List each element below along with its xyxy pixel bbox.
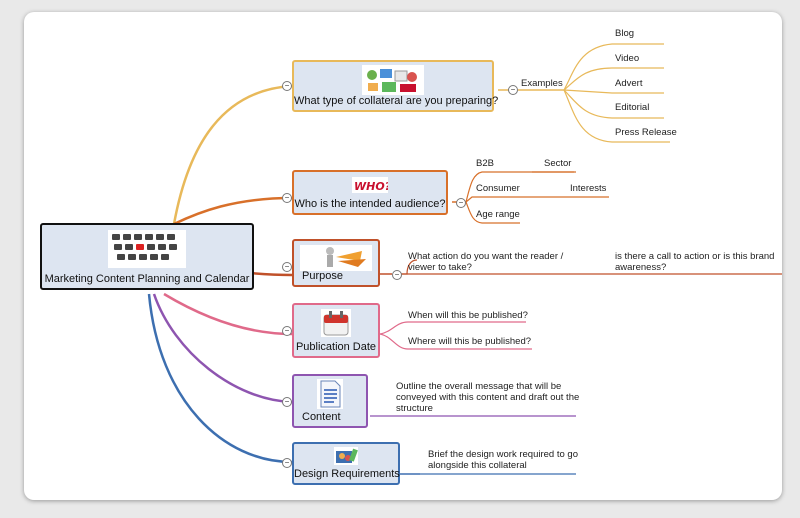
document-icon xyxy=(317,379,343,409)
purpose-figure-image xyxy=(300,245,372,271)
collapse-toggle-icon[interactable]: − xyxy=(282,458,292,468)
content-topic[interactable]: Content xyxy=(292,374,368,428)
consumer-label[interactable]: Consumer xyxy=(476,183,520,194)
branch-connectors xyxy=(147,43,782,475)
collapse-toggle-icon[interactable]: − xyxy=(282,397,292,407)
collapse-toggle-icon[interactable]: − xyxy=(456,198,466,208)
age-range-label[interactable]: Age range xyxy=(476,209,520,220)
example-editorial[interactable]: Editorial xyxy=(615,102,650,113)
publication-date-topic[interactable]: Publication Date xyxy=(292,303,380,358)
collapse-toggle-icon[interactable]: − xyxy=(282,81,292,91)
example-press-release[interactable]: Press Release xyxy=(615,127,677,138)
collateral-topic-label: What type of collateral are you preparin… xyxy=(294,95,499,107)
publication-where[interactable]: Where will this be published? xyxy=(408,336,532,347)
content-note[interactable]: Outline the overall message that will be… xyxy=(396,381,580,414)
example-advert[interactable]: Advert xyxy=(615,78,643,89)
publication-date-topic-label: Publication Date xyxy=(295,341,377,353)
purpose-topic-label: Purpose xyxy=(302,270,343,282)
who-logo: WHO? xyxy=(352,177,392,193)
design-requirements-topic[interactable]: Design Requirements xyxy=(292,442,400,485)
example-blog[interactable]: Blog xyxy=(615,28,635,39)
collateral-topic[interactable]: What type of collateral are you preparin… xyxy=(292,60,499,112)
collapse-toggle-icon[interactable]: − xyxy=(282,326,292,336)
central-topic[interactable]: Marketing Content Planning and Calendar xyxy=(40,223,254,290)
content-topic-label: Content xyxy=(302,411,341,423)
mind-map-canvas: Marketing Content Planning and Calendar … xyxy=(24,12,782,500)
purpose-question[interactable]: What action do you want the reader / vie… xyxy=(408,251,564,273)
collapse-toggle-icon[interactable]: − xyxy=(508,85,518,95)
purpose-followup[interactable]: is there a call to action or is this bra… xyxy=(615,251,775,273)
collapse-toggle-icon[interactable]: − xyxy=(282,193,292,203)
purpose-topic[interactable]: Purpose xyxy=(292,239,380,287)
interests-label[interactable]: Interests xyxy=(570,183,607,194)
design-requirements-topic-label: Design Requirements xyxy=(294,468,400,480)
audience-topic-label: Who is the intended audience? xyxy=(294,198,446,210)
example-video[interactable]: Video xyxy=(615,53,640,64)
collateral-icons-image xyxy=(362,65,424,95)
collapse-toggle-icon[interactable]: − xyxy=(392,270,402,280)
who-logo-text: WHO? xyxy=(354,180,388,193)
calendar-icon xyxy=(108,230,186,268)
publication-when[interactable]: When will this be published? xyxy=(408,310,528,321)
calendar-date-icon xyxy=(321,309,351,337)
examples-label[interactable]: Examples xyxy=(521,78,563,89)
sector-label[interactable]: Sector xyxy=(544,158,572,169)
audience-topic[interactable]: WHO? Who is the intended audience? xyxy=(292,170,448,215)
collapse-toggle-icon[interactable]: − xyxy=(282,262,292,272)
design-tools-image xyxy=(334,447,358,465)
central-topic-label: Marketing Content Planning and Calendar xyxy=(44,273,250,285)
design-note[interactable]: Brief the design work required to go alo… xyxy=(428,449,578,471)
b2b-label[interactable]: B2B xyxy=(476,158,494,169)
